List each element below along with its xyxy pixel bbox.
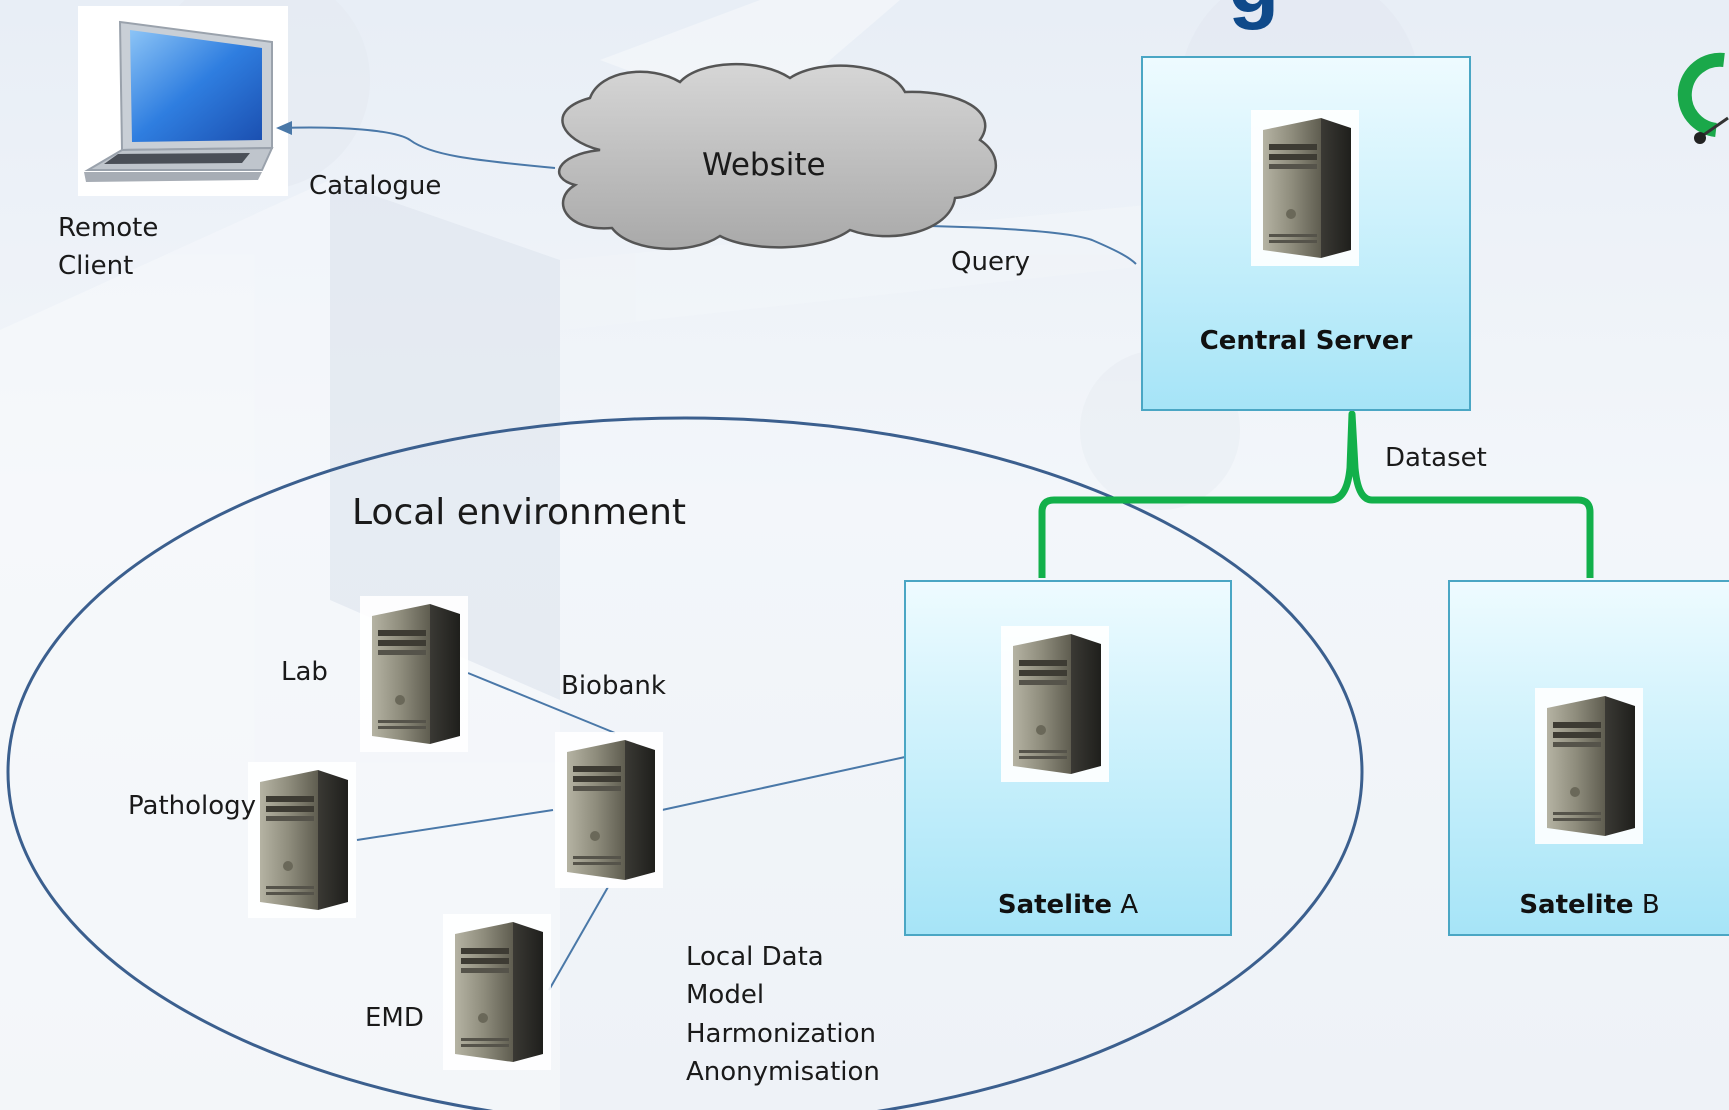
process-line-2: Model	[686, 980, 765, 1010]
satelite-a-box[interactable]: Satelite A	[904, 580, 1232, 936]
process-line-1: Local Data	[686, 942, 824, 972]
central-server-box[interactable]: Central Server	[1141, 56, 1471, 411]
website-label: Website	[702, 147, 826, 183]
biobank-server-icon	[555, 732, 663, 888]
logo-icon	[1677, 52, 1729, 144]
central-server-label: Central Server	[1199, 326, 1413, 356]
server-icon	[1535, 688, 1643, 844]
process-line-3: Harmonization	[686, 1019, 877, 1049]
remote-client-label-line1: Remote	[58, 213, 159, 243]
catalogue-link	[279, 126, 556, 169]
catalogue-label: Catalogue	[309, 171, 442, 201]
lab-biobank-link	[467, 672, 616, 734]
satelite-b-label-bold: Satelite	[1519, 890, 1634, 920]
pathology-server-icon	[248, 762, 356, 918]
lab-server-icon	[360, 596, 468, 752]
remote-client-label-line2: Client	[58, 251, 134, 281]
satelite-a-label-bold: Satelite	[997, 890, 1113, 920]
dataset-connector	[1038, 410, 1594, 578]
laptop-icon	[78, 6, 288, 196]
pathology-biobank-link	[356, 809, 554, 841]
satelite-b-label-suffix: B	[1633, 890, 1660, 920]
satelite-a-label-suffix: A	[1112, 890, 1139, 920]
query-label: Query	[951, 247, 1031, 277]
biobank-label: Biobank	[561, 671, 666, 701]
server-icon	[1001, 626, 1109, 782]
emd-label: EMD	[365, 1003, 424, 1033]
emd-server-icon	[443, 914, 551, 1070]
title-fragment: g	[1228, 0, 1279, 30]
local-environment-label: Local environment	[352, 492, 687, 533]
query-link	[929, 225, 1137, 265]
cloud-icon	[557, 63, 998, 251]
satelite-b-box[interactable]: Satelite B	[1448, 580, 1729, 936]
local-environment-ellipse	[6, 416, 1364, 1110]
connections	[276, 121, 1137, 991]
emd-biobank-link	[548, 886, 609, 991]
pathology-label: Pathology	[128, 791, 257, 821]
biobank-satelite-link	[661, 756, 906, 811]
server-icon	[1251, 110, 1359, 266]
catalogue-arrowhead	[276, 121, 292, 135]
dataset-label: Dataset	[1385, 443, 1487, 473]
process-line-4: Anonymisation	[686, 1057, 880, 1087]
lab-label: Lab	[281, 657, 328, 687]
